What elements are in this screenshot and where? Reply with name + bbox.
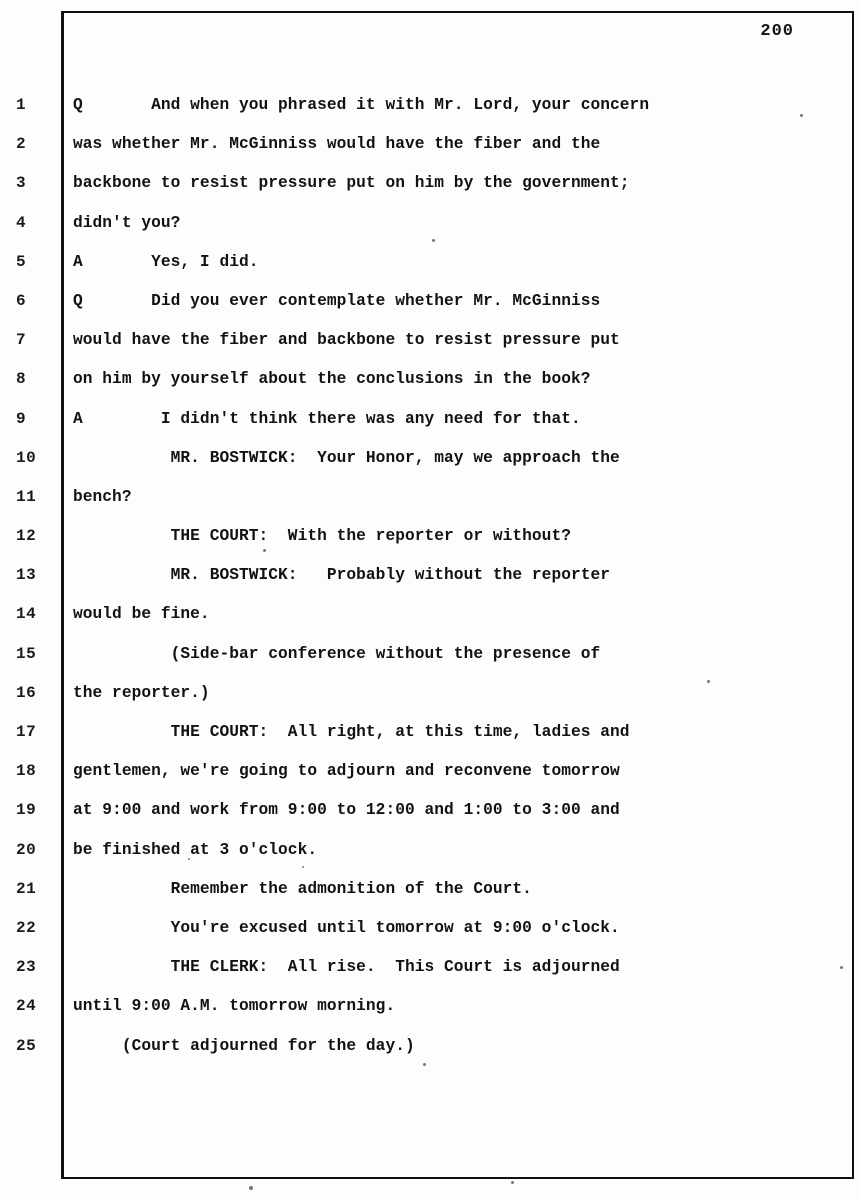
scan-speck [249, 1186, 253, 1190]
line-text: You're excused until tomorrow at 9:00 o'… [73, 918, 620, 937]
line-number: 12 [16, 527, 37, 546]
line-number: 15 [16, 644, 37, 663]
line-text: backbone to resist pressure put on him b… [73, 174, 630, 193]
scan-speck [707, 680, 710, 683]
line-number: 3 [16, 174, 27, 193]
line-number: 2 [16, 135, 27, 154]
line-number: 13 [16, 566, 37, 585]
line-number: 5 [16, 252, 27, 271]
line-text: gentlemen, we're going to adjourn and re… [73, 762, 620, 781]
transcript-line: 25 (Court adjourned for the day.) [0, 1037, 860, 1076]
line-number: 6 [16, 291, 27, 310]
line-number: 22 [16, 918, 37, 937]
line-text: would be fine. [73, 605, 210, 624]
scan-speck [423, 1063, 426, 1066]
line-number: 4 [16, 213, 27, 232]
line-text: A Yes, I did. [73, 252, 259, 271]
line-number: 9 [16, 409, 27, 428]
scan-speck [511, 1181, 514, 1184]
line-number: 10 [16, 448, 37, 467]
line-text: be finished at 3 o'clock. [73, 840, 318, 859]
line-text: MR. BOSTWICK: Probably without the repor… [73, 566, 611, 585]
transcript-line: 1 Q And when you phrased it with Mr. Lord… [0, 96, 860, 135]
line-text: A I didn't think there was any need for … [73, 409, 581, 428]
transcript-line: 23 THE CLERK: All rise. This Court is ad… [0, 958, 860, 997]
line-text: (Side-bar conference without the presenc… [73, 644, 601, 663]
transcript-line: 15 (Side-bar conference without the pres… [0, 645, 860, 684]
scan-speck [432, 239, 435, 242]
line-number: 21 [16, 879, 37, 898]
transcript-body: 1 Q And when you phrased it with Mr. Lord… [0, 96, 860, 1076]
transcript-line: 3 backbone to resist pressure put on him … [0, 174, 860, 213]
line-text: the reporter.) [73, 683, 210, 702]
line-number: 7 [16, 331, 27, 350]
line-text: THE COURT: All right, at this time, ladi… [73, 723, 630, 741]
line-text: was whether Mr. McGinniss would have the… [73, 135, 601, 154]
scan-speck [188, 858, 190, 860]
line-text: Q And when you phrased it with Mr. Lord,… [73, 96, 650, 114]
transcript-line: 9 A I didn't think there was any need for… [0, 410, 860, 449]
line-text: at 9:00 and work from 9:00 to 12:00 and … [73, 801, 620, 820]
line-text: on him by yourself about the conclusions… [73, 370, 591, 389]
transcript-line: 7 would have the fiber and backbone to re… [0, 331, 860, 370]
line-number: 20 [16, 840, 37, 859]
line-text: MR. BOSTWICK: Your Honor, may we approac… [73, 448, 620, 467]
scan-speck [263, 549, 266, 552]
transcript-line: 18 gentlemen, we're going to adjourn and … [0, 762, 860, 801]
line-number: 23 [16, 958, 37, 977]
transcript-line: 13 MR. BOSTWICK: Probably without the re… [0, 566, 860, 605]
scan-speck [302, 866, 304, 868]
transcript-line: 2 was whether Mr. McGinniss would have th… [0, 135, 860, 174]
scan-speck [840, 966, 843, 969]
transcript-line: 17 THE COURT: All right, at this time, l… [0, 723, 860, 762]
page-number: 200 [760, 22, 794, 41]
transcript-line: 21 Remember the admonition of the Court. [0, 880, 860, 919]
transcript-line: 22 You're excused until tomorrow at 9:00… [0, 919, 860, 958]
left-margin-rule [61, 11, 64, 1179]
transcript-line: 12 THE COURT: With the reporter or witho… [0, 527, 860, 566]
transcript-line: 6 Q Did you ever contemplate whether Mr. … [0, 292, 860, 331]
transcript-line: 24 until 9:00 A.M. tomorrow morning. [0, 997, 860, 1036]
line-text: Remember the admonition of the Court. [73, 879, 532, 898]
line-text: bench? [73, 487, 132, 506]
line-number: 19 [16, 801, 37, 820]
line-number: 24 [16, 997, 37, 1016]
line-number: 17 [16, 723, 37, 741]
line-number: 11 [16, 487, 37, 506]
line-number: 16 [16, 683, 37, 702]
transcript-line: 8 on him by yourself about the conclusion… [0, 370, 860, 409]
transcript-line: 19 at 9:00 and work from 9:00 to 12:00 an… [0, 801, 860, 840]
line-text: (Court adjourned for the day.) [73, 1036, 415, 1055]
line-text: Q Did you ever contemplate whether Mr. M… [73, 291, 601, 310]
line-number: 8 [16, 370, 27, 389]
line-text: until 9:00 A.M. tomorrow morning. [73, 997, 396, 1016]
line-text: THE CLERK: All rise. This Court is adjou… [73, 958, 620, 977]
transcript-line: 20 be finished at 3 o'clock. [0, 841, 860, 880]
line-text: didn't you? [73, 213, 181, 232]
scan-speck [800, 114, 803, 117]
line-number: 25 [16, 1036, 37, 1055]
line-text: THE COURT: With the reporter or without? [73, 527, 571, 546]
transcript-line: 11 bench? [0, 488, 860, 527]
transcript-line: 10 MR. BOSTWICK: Your Honor, may we appr… [0, 449, 860, 488]
transcript-line: 14 would be fine. [0, 605, 860, 644]
transcript-line: 5 A Yes, I did. [0, 253, 860, 292]
transcript-line: 4 didn't you? [0, 214, 860, 253]
line-number: 18 [16, 762, 37, 781]
transcript-line: 16 the reporter.) [0, 684, 860, 723]
line-number: 14 [16, 605, 37, 624]
line-text: would have the fiber and backbone to res… [73, 331, 620, 350]
line-number: 1 [16, 96, 27, 114]
